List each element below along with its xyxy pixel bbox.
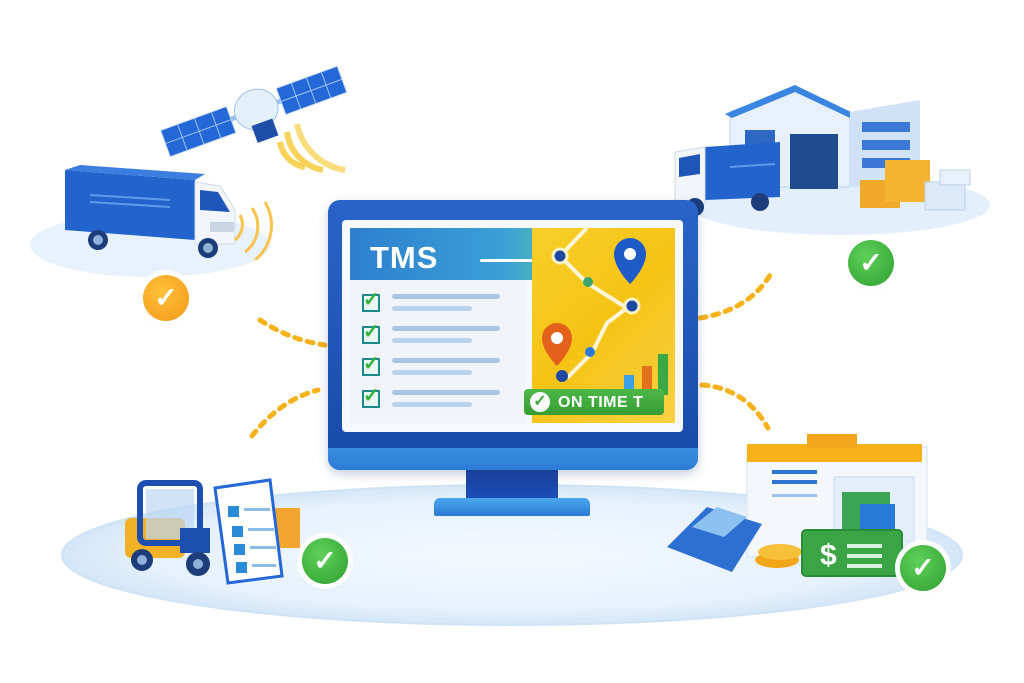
dollar-sign: $ — [820, 539, 837, 572]
map-pin-blue-icon — [614, 238, 646, 284]
check-badge-truck: ✓ — [143, 275, 189, 321]
map-pin-orange-icon — [542, 323, 572, 366]
chart-bar-green — [658, 354, 668, 395]
check-circle-icon: ✓ — [530, 392, 550, 412]
forklift-icon — [125, 478, 300, 585]
checkbox-icon: ✓ — [362, 289, 380, 312]
check-icon: ✓ — [154, 282, 178, 313]
checklist-item: ✓ — [362, 353, 522, 382]
billing-icon: $ — [667, 434, 928, 577]
check-icon: ✓ — [313, 545, 337, 576]
monitor-stand-base — [434, 498, 590, 516]
monitor-screen: TMS ✓ ✓ ✓ ✓ — [342, 220, 683, 432]
connector-billing — [699, 382, 771, 431]
check-icon: ✓ — [911, 552, 935, 583]
check-icon: ✓ — [859, 247, 883, 278]
header-line — [480, 259, 540, 262]
check-badge-billing: ✓ — [900, 545, 946, 591]
chart-bar-orange — [642, 366, 652, 395]
monitor: TMS ✓ ✓ ✓ ✓ — [328, 200, 698, 470]
tms-title: TMS — [370, 240, 439, 275]
tms-header: TMS — [350, 228, 540, 280]
checklist-item: ✓ — [362, 289, 522, 318]
delivery-truck-icon — [65, 165, 273, 260]
checklist-panel: ✓ ✓ ✓ ✓ — [350, 280, 525, 423]
checkbox-icon: ✓ — [362, 321, 380, 344]
checkbox-icon: ✓ — [362, 353, 380, 376]
check-badge-warehouse: ✓ — [848, 240, 894, 286]
connector-forklift — [249, 387, 321, 439]
satellite-icon — [159, 65, 348, 173]
on-time-status-badge: ✓ ON TIME T — [524, 389, 664, 415]
connector-warehouse — [697, 269, 775, 321]
checkbox-icon: ✓ — [362, 385, 380, 408]
chart-bar-blue — [624, 375, 634, 395]
warehouse-icon — [674, 85, 971, 216]
route-map-graphic — [542, 228, 668, 395]
check-badge-forklift: ✓ — [302, 538, 348, 584]
checklist-item: ✓ — [362, 385, 522, 414]
monitor-chin — [328, 448, 698, 470]
checklist-item: ✓ — [362, 321, 522, 350]
monitor-stand-neck — [466, 470, 558, 502]
connector-truck — [257, 317, 328, 348]
